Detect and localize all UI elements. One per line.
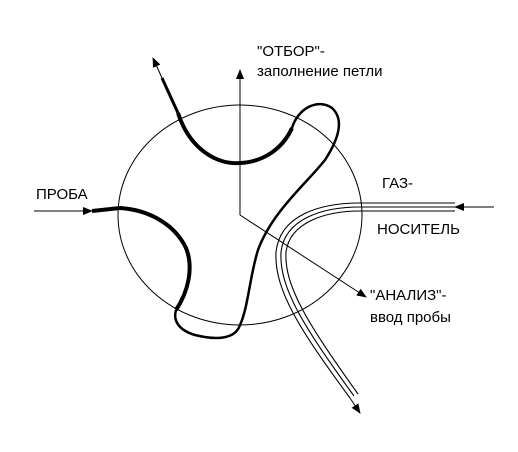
gas-label-line1: ГАЗ- xyxy=(382,175,414,192)
analiz-arrow xyxy=(239,214,367,298)
upper-outlet-thick xyxy=(160,77,180,114)
proba-label: ПРОБА xyxy=(36,186,88,203)
column-outlet-arrow xyxy=(349,397,361,414)
upper-groove xyxy=(176,112,294,166)
otbor-label-line2: заполнение петли xyxy=(257,63,383,80)
left-groove xyxy=(91,205,192,312)
gas-label-line2: НОСИТЕЛЬ xyxy=(377,221,460,238)
column-triple-line xyxy=(275,202,455,399)
analiz-label-line2: ввод пробы xyxy=(370,309,451,326)
sample-loop xyxy=(174,102,341,340)
analiz-label-line1: "АНАЛИЗ"- xyxy=(370,287,447,304)
upper-outlet-line xyxy=(152,57,163,79)
otbor-label-line1: "ОТБОР"- xyxy=(257,43,325,60)
